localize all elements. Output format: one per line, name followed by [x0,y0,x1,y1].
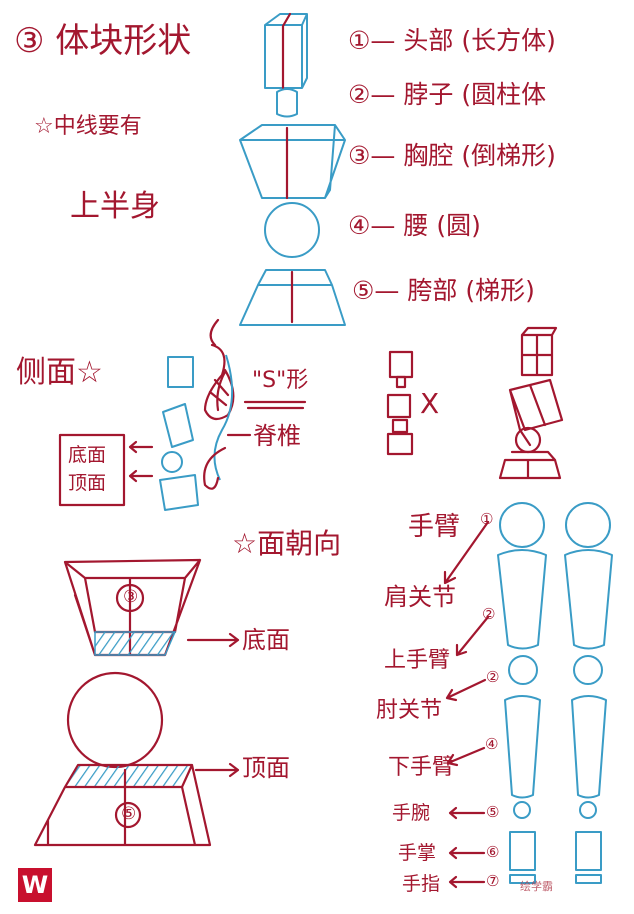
arm-label-shoulder: 肩关节 [384,583,456,611]
arm-label-fingers: 手指 [402,873,441,895]
wrong-stack [386,350,414,456]
facing-waist-circle [66,671,164,769]
wrong-mark: X [420,387,440,420]
facing-hip [33,762,240,847]
section-title: ③ 体块形状 [14,24,191,58]
correct-figure [498,326,564,480]
box-bottom-face: 底面 [68,444,107,466]
arm-num-5: ⑤ [486,803,500,821]
side-view-figure [58,318,307,511]
part-label-head: ①— 头部 (长方体) [348,26,556,55]
midline-note: ☆中线要有 [34,114,142,139]
arm-left [497,502,547,884]
facing-title: ☆面朝向 [232,527,342,560]
spine-label: 脊椎 [253,422,301,450]
s-shape-label: "S"形 [252,368,309,393]
arm-num-4: ④ [485,735,499,753]
waist-circle [264,202,320,258]
facing-chest-number: ③ [123,587,139,607]
facing-chest [63,558,240,657]
upper-body-label: 上半身 [70,189,160,224]
part-label-chest: ③— 胸腔 (倒梯形) [348,141,556,170]
arm-title: 手臂 [408,512,461,542]
arm-label-upper-arm: 上手臂 [384,648,451,673]
arm-arrows [443,520,490,889]
section-title-text: 体块形状 [55,21,192,61]
hip-trapezoid [239,269,346,326]
bottom-face-label: 底面 [242,626,290,654]
box-top-face: 顶面 [68,472,107,494]
brand-logo: W [18,868,52,902]
arm-num-6: ⑥ [486,843,500,861]
top-face-label: 顶面 [242,754,290,782]
arm-num-1: ① [480,510,494,528]
arm-label-forearm: 下手臂 [388,755,455,780]
part-label-hip: ⑤— 胯部 (梯形) [352,276,535,305]
arm-num-7: ⑦ [486,872,500,890]
neck-cylinder [276,88,298,118]
section-number: ③ [14,21,45,61]
head-box [264,12,308,90]
watermark: 绘学霸 [520,880,553,893]
part-label-neck: ②— 脖子 (圆柱体 [348,80,547,109]
arm-label-wrist: 手腕 [392,802,431,824]
arm-num-2: ② [482,605,496,623]
side-view-title: 侧面☆ [16,355,103,390]
arm-num-3: ② [486,668,500,686]
part-label-waist: ④— 腰 (圆) [348,211,481,240]
arm-label-elbow: 肘关节 [376,698,443,723]
arm-right [564,502,613,884]
chest-trapezoid [239,124,346,200]
facing-hip-number: ⑤ [121,804,137,824]
arm-label-palm: 手掌 [398,842,437,864]
